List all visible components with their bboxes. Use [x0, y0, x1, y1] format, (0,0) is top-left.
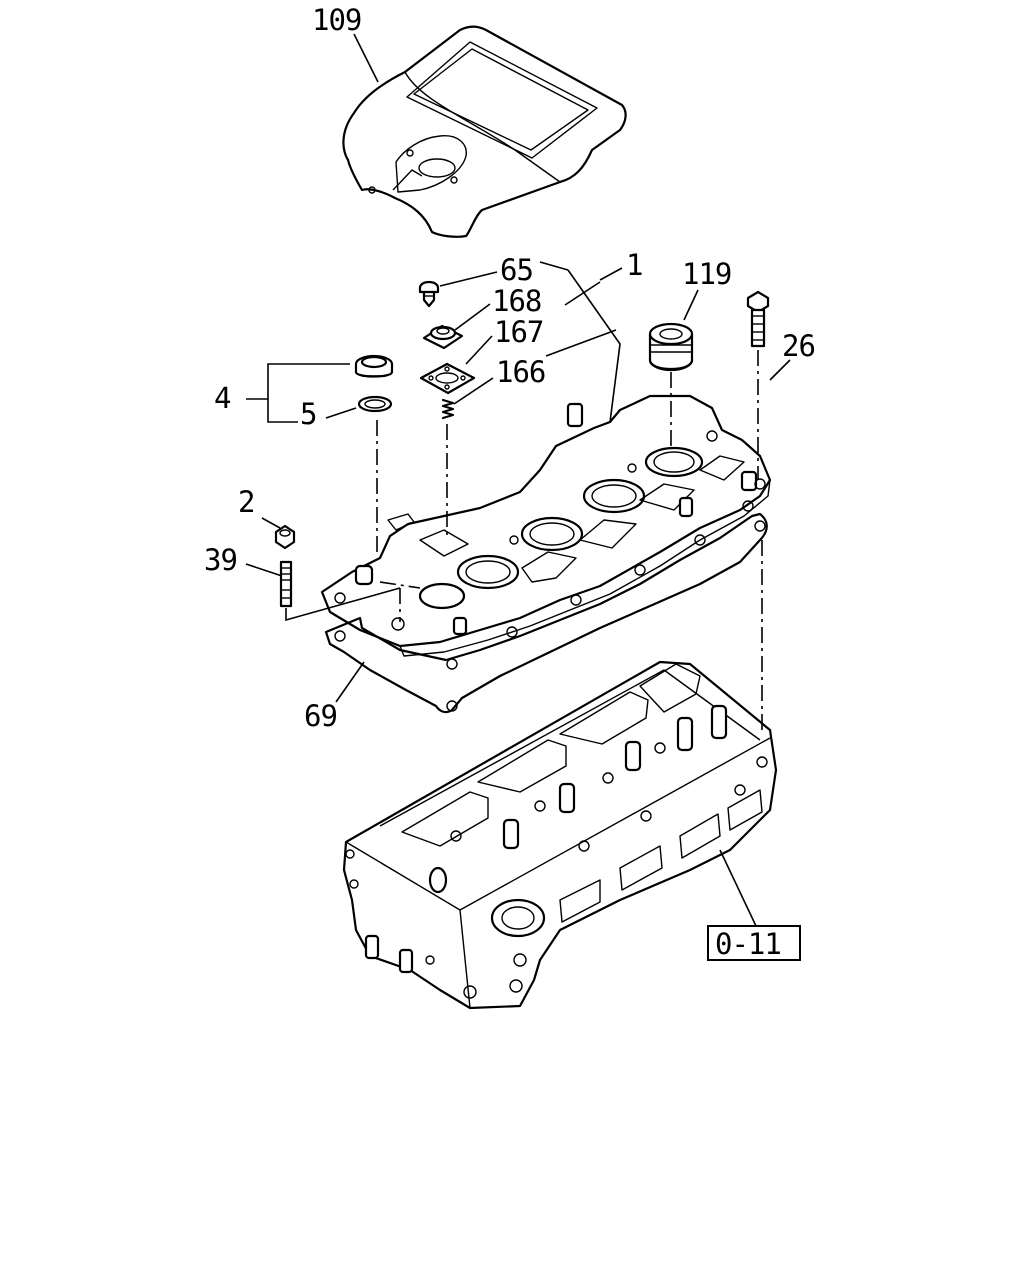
reference-box[interactable] [707, 925, 801, 961]
reference-box-label: 0-11 [715, 927, 781, 961]
callout-label-69: 69 [304, 699, 337, 733]
head-cover-1 [320, 394, 772, 670]
bolt-26 [746, 290, 770, 348]
assembly-lines [285, 350, 763, 734]
callout-label-168: 168 [492, 284, 541, 318]
spring-166 [441, 398, 455, 420]
callout-168: 168 [454, 284, 542, 331]
callout-26: 26 [769, 329, 816, 381]
cylinder-head [342, 660, 778, 1010]
callout-119: 119 [682, 257, 732, 321]
screw-65 [418, 280, 440, 308]
seal-5 [357, 395, 393, 413]
plate-167 [419, 362, 476, 395]
callout-166: 166 [453, 355, 546, 405]
callout-label-4: 4 [214, 381, 231, 415]
callout-39: 39 [204, 543, 283, 577]
bracket-168 [422, 324, 464, 350]
callout-label-26: 26 [782, 329, 815, 363]
callout-label-167: 167 [494, 315, 543, 349]
callout-167: 167 [465, 315, 544, 365]
oil-cap-4 [354, 354, 394, 378]
engine-cover-109 [342, 25, 627, 238]
callout-5: 5 [300, 397, 357, 431]
callout-65: 65 [439, 253, 569, 287]
grommet-119 [648, 322, 694, 372]
callout-4: 4 [214, 363, 350, 423]
callout-label-109: 109 [312, 3, 361, 37]
nut-2 [274, 524, 296, 550]
callout-label-119: 119 [682, 257, 731, 291]
reference-0-11[interactable]: 0-11 [707, 849, 801, 961]
callout-label-5: 5 [300, 397, 316, 431]
callout-109: 109 [312, 3, 379, 83]
callout-69: 69 [304, 661, 365, 733]
callout-label-39: 39 [204, 543, 237, 577]
gasket-69 [324, 512, 768, 714]
callout-1: 1 [545, 248, 643, 423]
stud-39 [279, 560, 293, 608]
callout-label-1: 1 [626, 248, 642, 282]
callout-label-2: 2 [238, 485, 254, 519]
callout-label-166: 166 [496, 355, 545, 389]
callout-2: 2 [238, 485, 281, 529]
callout-label-65: 65 [500, 253, 533, 287]
